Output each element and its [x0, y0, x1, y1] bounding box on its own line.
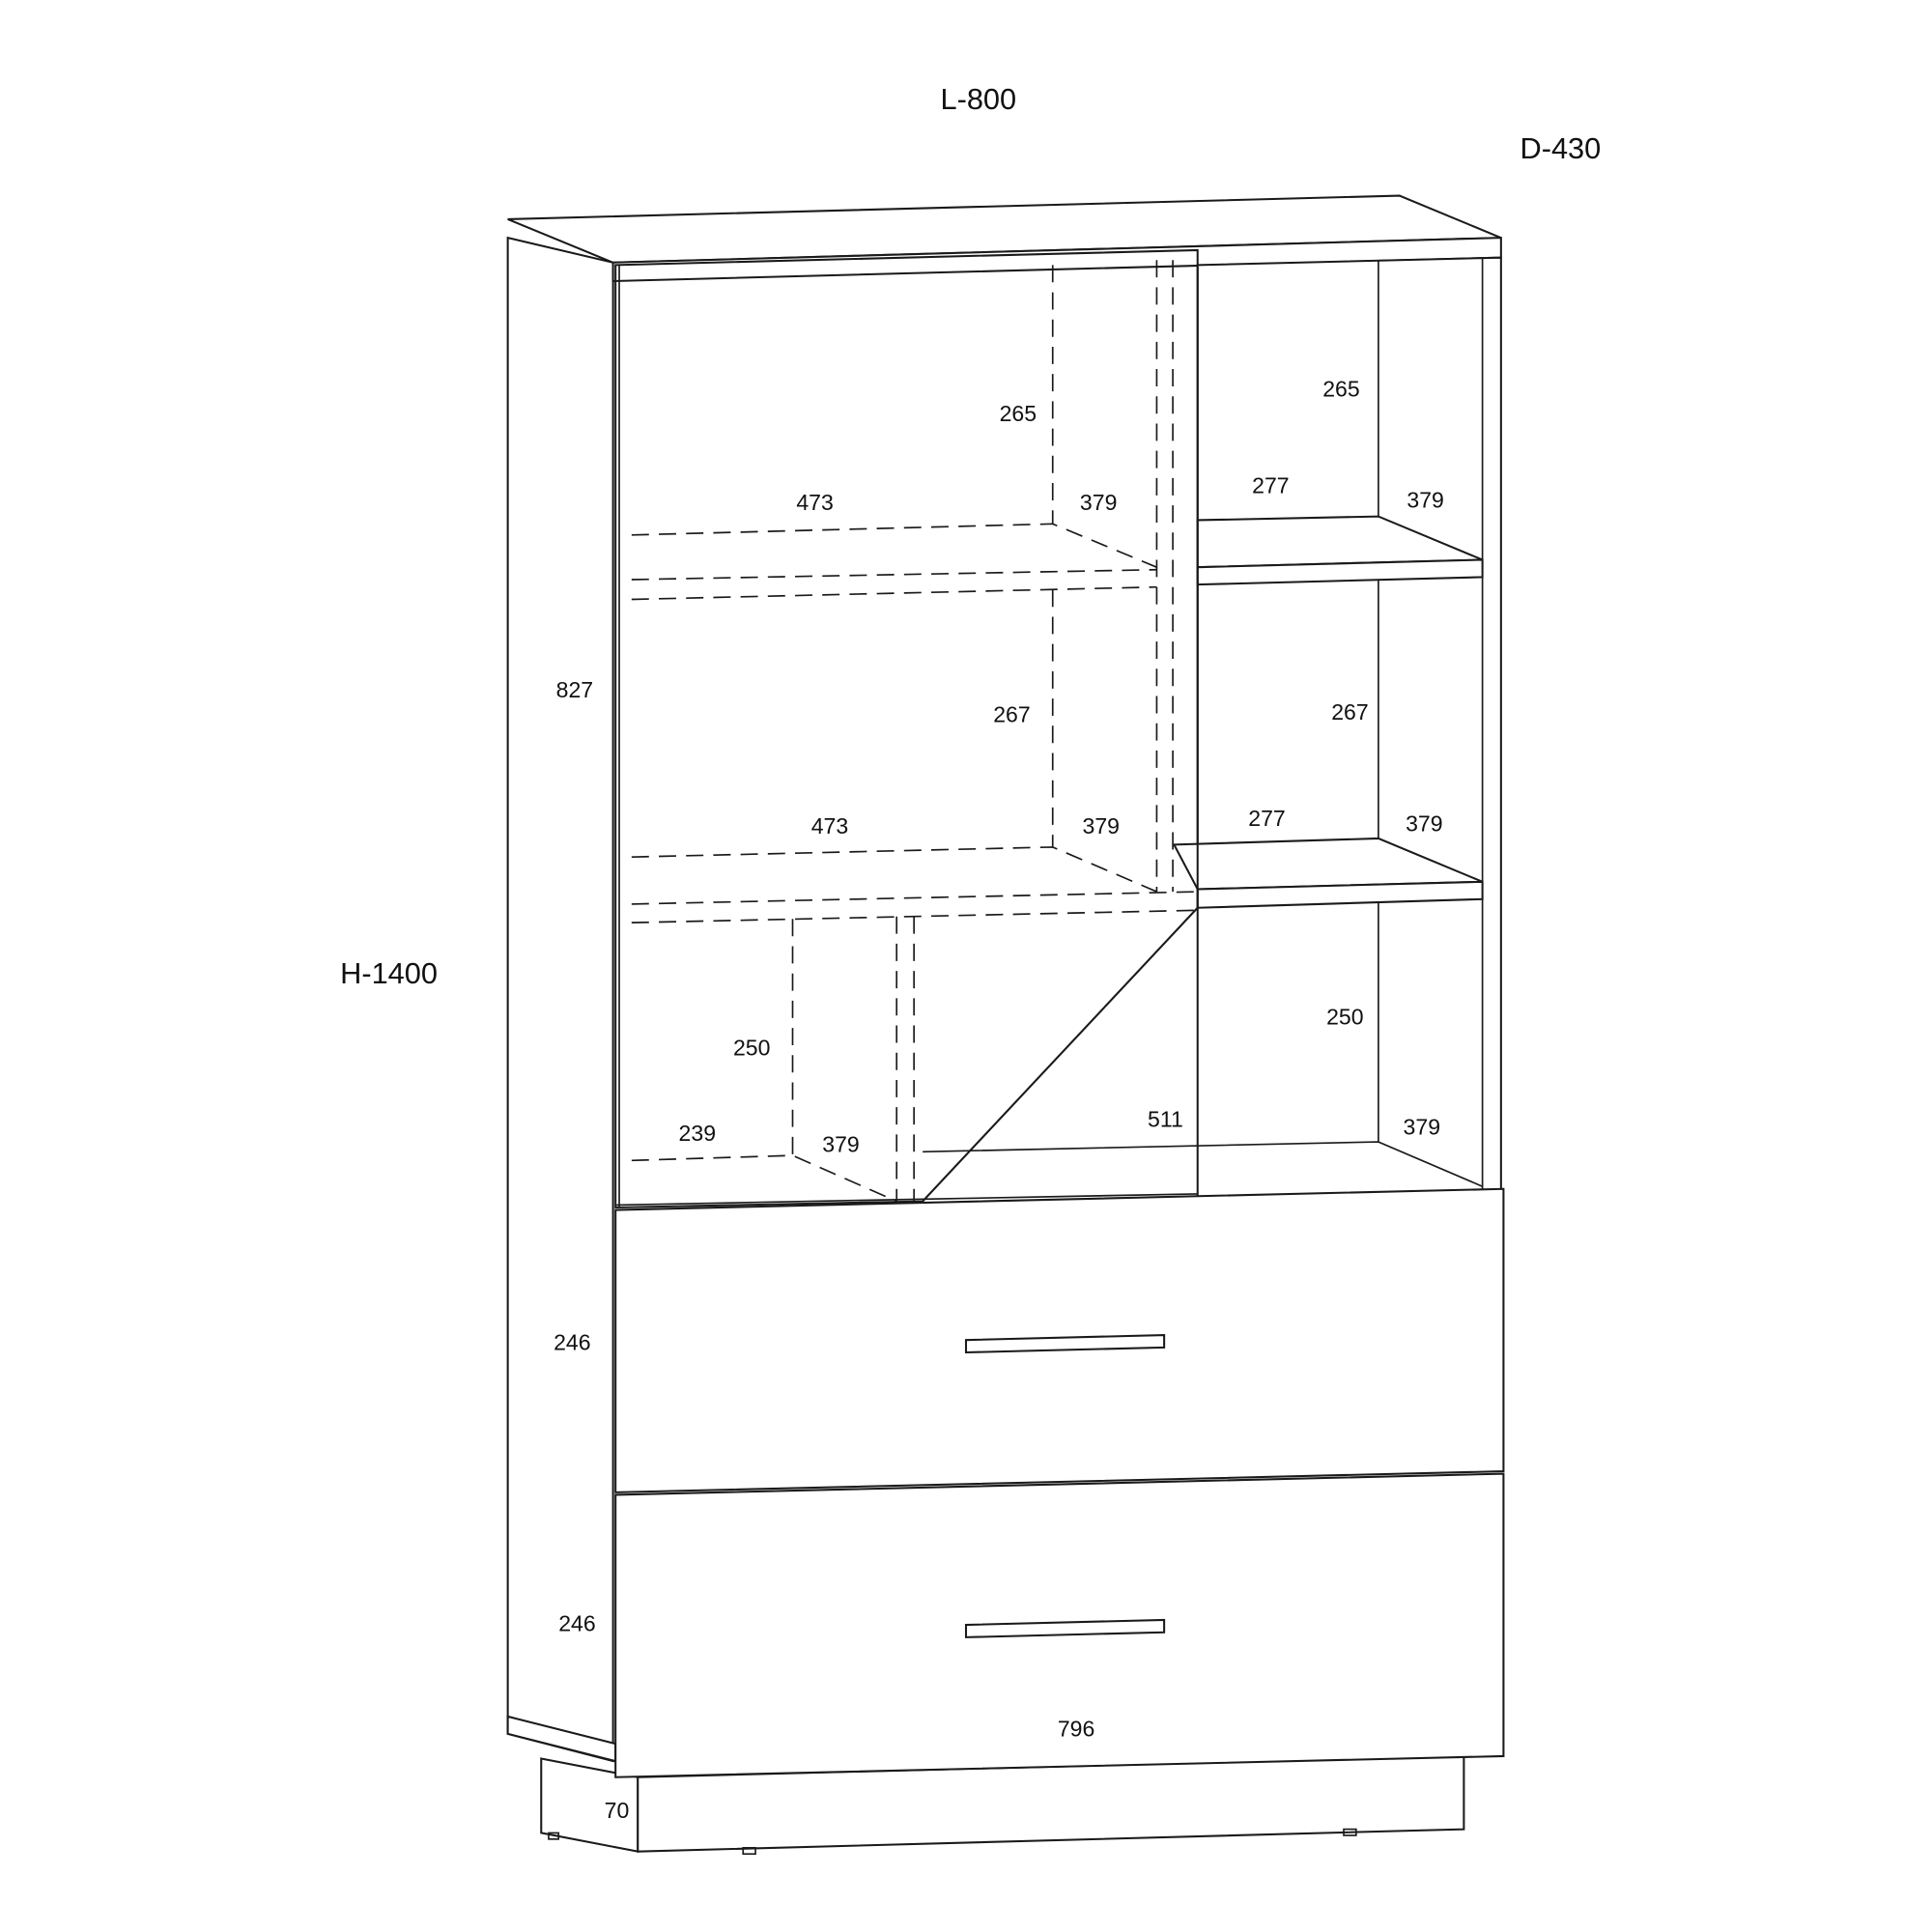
- dim-side-upper: 827: [556, 677, 593, 702]
- depth-label: D-430: [1520, 131, 1602, 165]
- length-label: L-800: [940, 82, 1016, 116]
- dim-right-mid-depth: 379: [1406, 810, 1442, 836]
- dim-left-top-depth: 379: [1080, 490, 1117, 515]
- dim-left-mid-height: 267: [993, 701, 1030, 726]
- foot: [742, 1846, 756, 1856]
- dim-drawer-width: 796: [1058, 1716, 1094, 1741]
- dim-left-mid-depth: 379: [1083, 813, 1120, 838]
- dim-left-mid-width: 473: [811, 813, 848, 838]
- dim-right-mid-width: 277: [1248, 806, 1285, 831]
- dim-left-top-height: 265: [1000, 401, 1037, 426]
- drawer-top-handle[interactable]: [964, 1333, 1166, 1354]
- door-frame: [614, 248, 1199, 1209]
- hidden-lines: [631, 260, 1198, 1203]
- dim-plinth: 70: [605, 1798, 630, 1823]
- dim-right-top-height: 265: [1322, 376, 1359, 401]
- dim-right-top-depth: 379: [1406, 488, 1443, 513]
- dim-left-low-depth: 379: [822, 1131, 859, 1156]
- dim-left-top-width: 473: [796, 490, 833, 515]
- dim-left-low-width: 239: [679, 1121, 716, 1146]
- dim-drawer-bottom: 246: [558, 1610, 595, 1635]
- bottom-shelf: [923, 1141, 1483, 1187]
- dim-left-low-height: 250: [733, 1035, 770, 1060]
- foot: [1343, 1828, 1357, 1836]
- dim-right-low-depth: 379: [1404, 1114, 1440, 1139]
- drawer-top-edge: [615, 1193, 1198, 1207]
- dim-right-low-width: 511: [1148, 1107, 1183, 1132]
- foot: [548, 1832, 560, 1840]
- left-side-panel: [506, 236, 614, 1763]
- dim-right-low-height: 250: [1326, 1004, 1363, 1029]
- dim-drawer-top: 246: [554, 1329, 590, 1354]
- dim-right-top-width: 277: [1252, 472, 1289, 497]
- dim-right-mid-height: 267: [1331, 699, 1368, 724]
- height-label: H-1400: [340, 956, 438, 990]
- drawer-bottom-handle[interactable]: [964, 1618, 1166, 1638]
